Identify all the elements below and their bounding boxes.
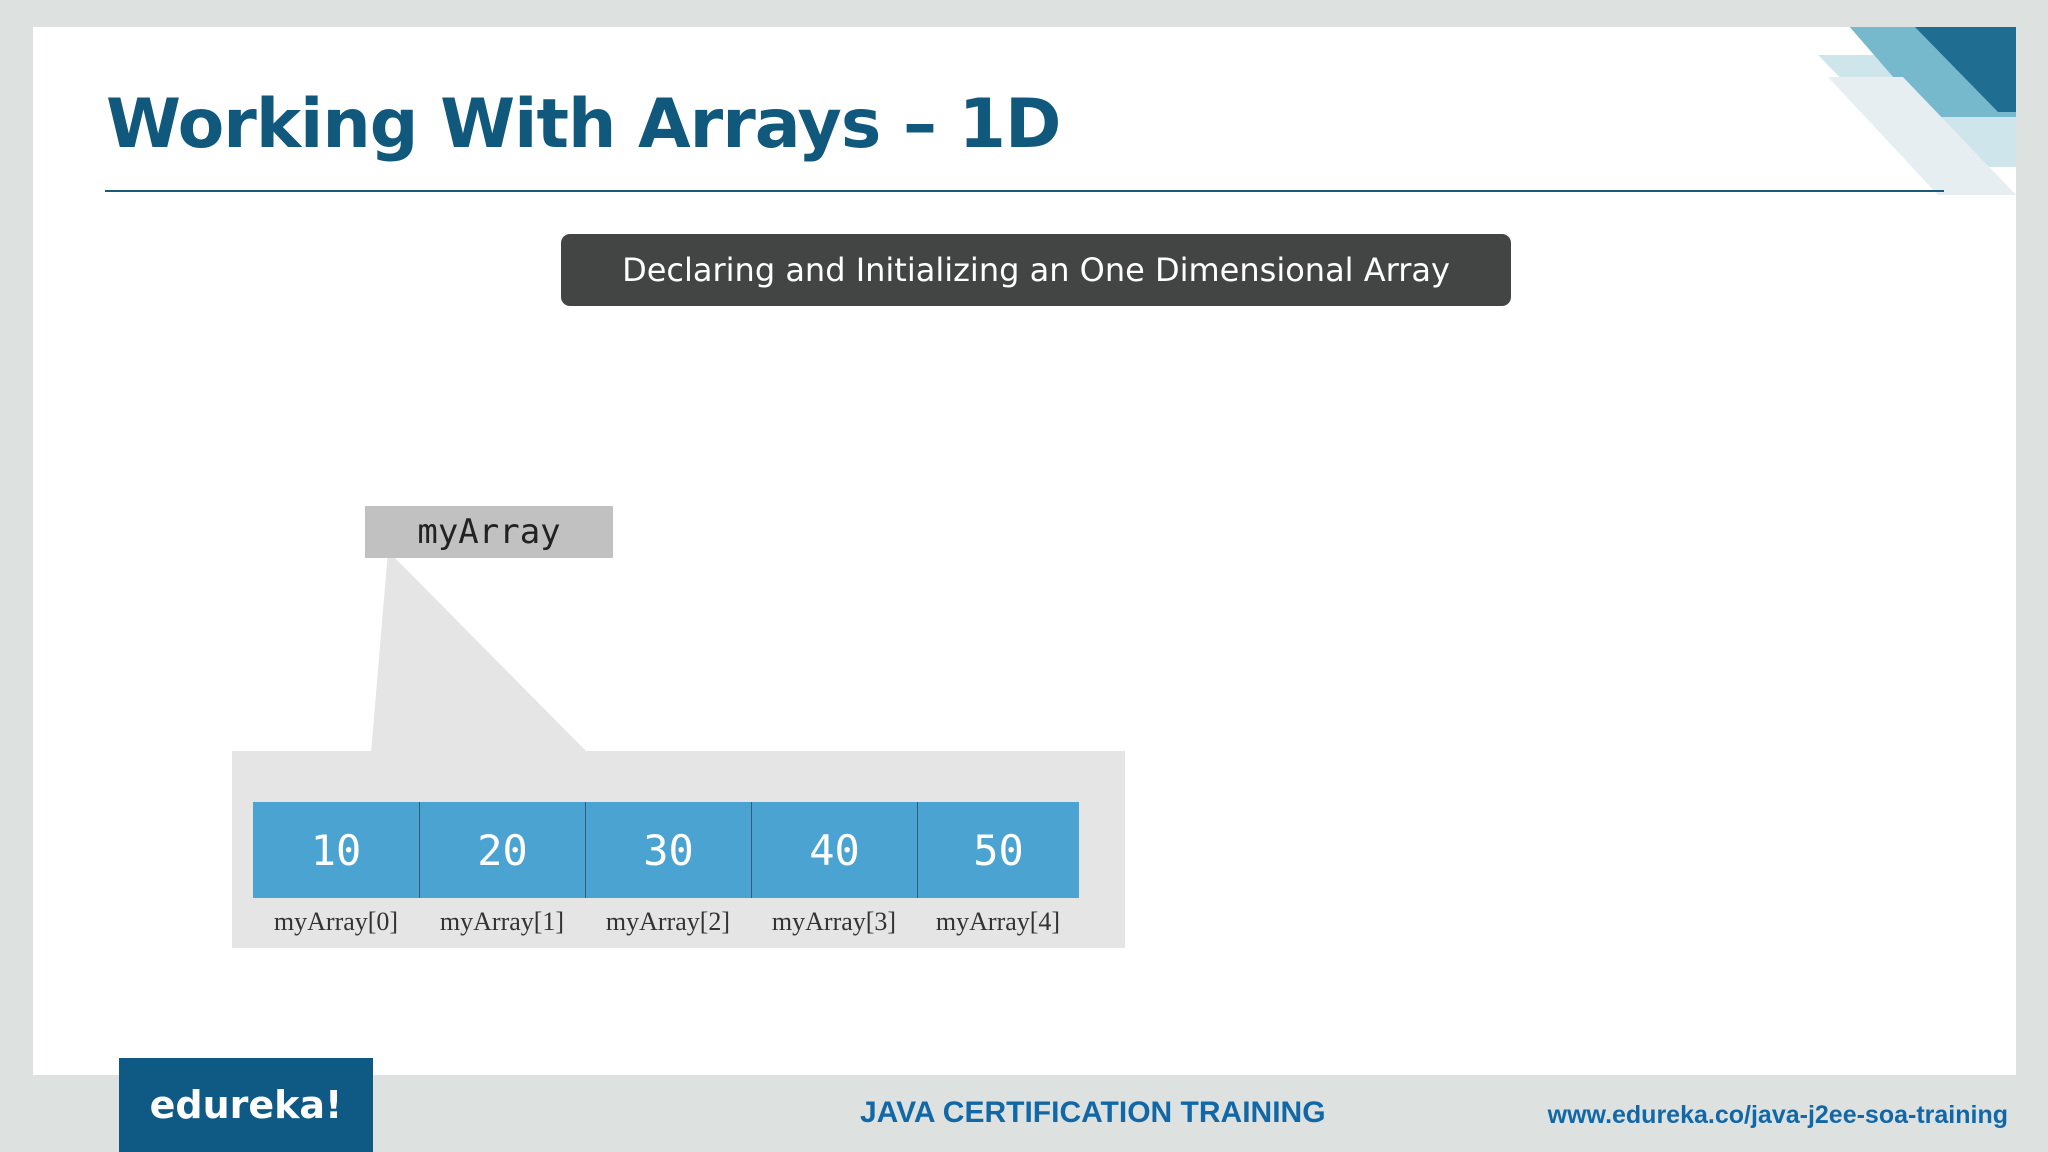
index-label-0: myArray[0]	[273, 907, 399, 936]
corner-stripe-mid	[1849, 27, 2016, 117]
callout-pointer-shape	[371, 551, 588, 753]
footer-url: www.edureka.co/java-j2ee-soa-training	[1547, 1101, 2008, 1129]
array-name-label: myArray	[365, 506, 613, 558]
corner-stripe-light	[1818, 55, 2016, 167]
array-cell-3: 40	[751, 802, 917, 898]
index-label-3: myArray[3]	[771, 907, 897, 936]
subtitle-banner: Declaring and Initializing an One Dimens…	[561, 234, 1511, 306]
array-cell-2: 30	[585, 802, 751, 898]
array-cell-1: 20	[419, 802, 585, 898]
index-label-1: myArray[1]	[439, 907, 565, 936]
array-cell-4: 50	[917, 802, 1079, 898]
slide: Working With Arrays – 1D Declaring and I…	[33, 27, 2016, 1075]
index-label-2: myArray[2]	[605, 907, 731, 936]
index-label-4: myArray[4]	[935, 907, 1061, 936]
footer-course-title: JAVA CERTIFICATION TRAINING	[860, 1096, 1326, 1129]
slide-title: Working With Arrays – 1D	[106, 85, 1061, 164]
title-divider	[105, 190, 1944, 192]
corner-stripe-dark	[1914, 27, 2016, 112]
edureka-logo: edureka!	[119, 1058, 373, 1152]
array-cell-0: 10	[253, 802, 419, 898]
corner-stripe-pale	[1828, 77, 2016, 195]
